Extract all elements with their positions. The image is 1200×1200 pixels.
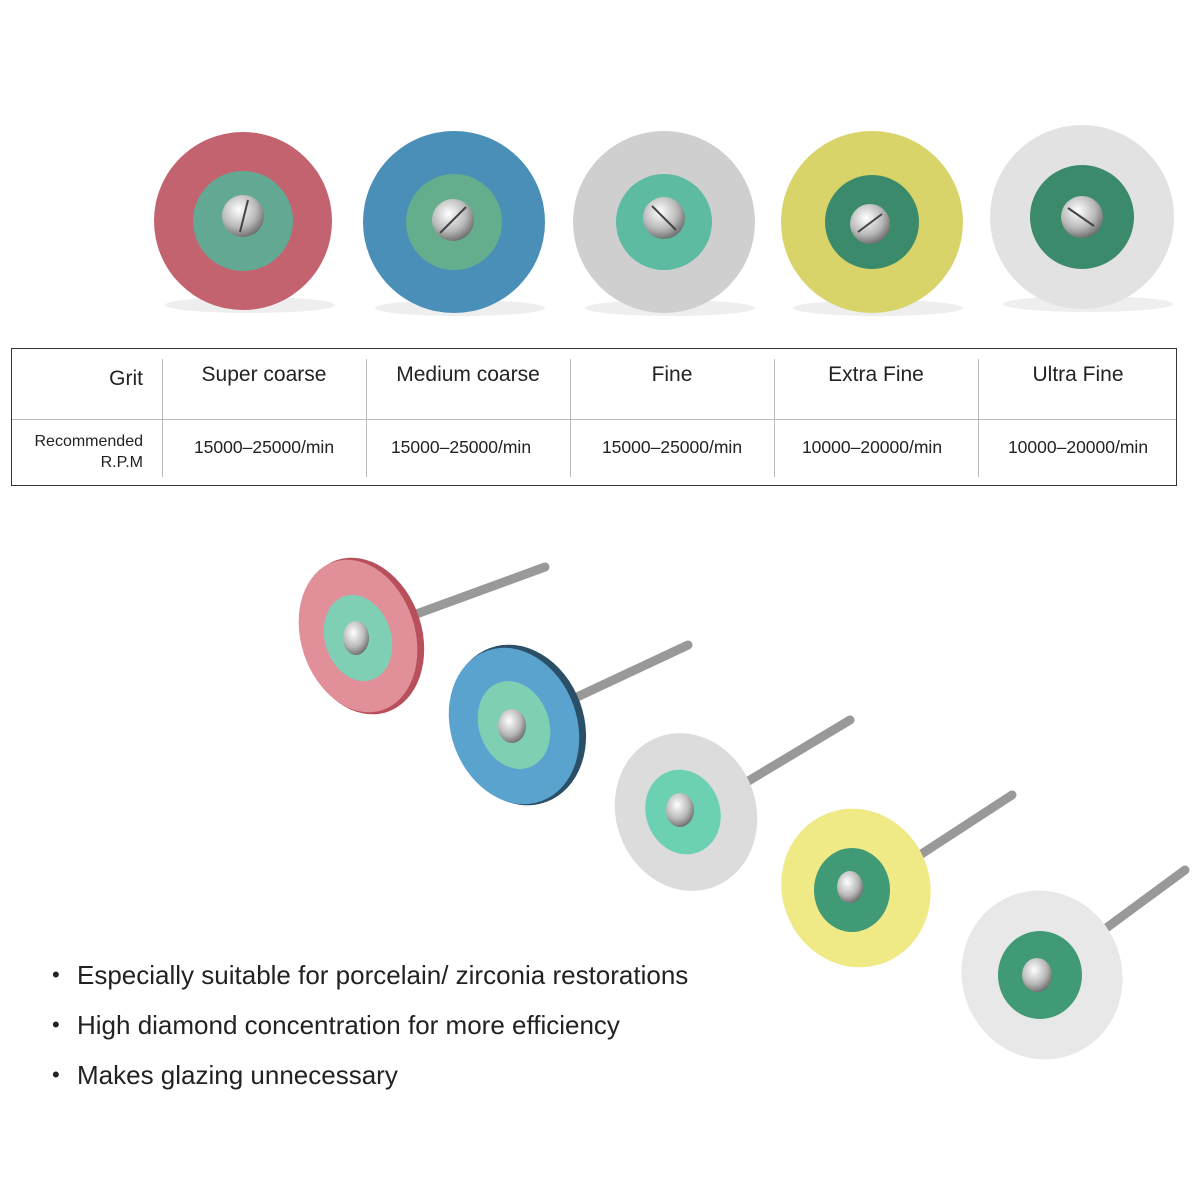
bottom-discs-on-mandrels bbox=[298, 557, 1190, 1060]
column-divider bbox=[978, 359, 979, 477]
row-divider bbox=[12, 419, 1176, 420]
rpm-medium-coarse: 15000–25000/min bbox=[390, 437, 532, 457]
bullet-icon: • bbox=[52, 962, 60, 987]
grit-fine: Fine bbox=[651, 363, 693, 386]
grit-super-coarse: Super coarse bbox=[201, 363, 327, 386]
column-divider bbox=[774, 359, 775, 477]
top-discs bbox=[154, 125, 1174, 316]
disc-super-coarse bbox=[154, 132, 335, 313]
mandrel-disc-ultra-fine bbox=[961, 865, 1190, 1060]
bullet-icon: • bbox=[52, 1012, 60, 1037]
feature-item: • Especially suitable for porcelain/ zirc… bbox=[52, 950, 688, 1000]
rpm-super-coarse: 15000–25000/min bbox=[193, 437, 335, 457]
feature-text: Especially suitable for porcelain/ zirco… bbox=[77, 959, 689, 990]
feature-list: • Especially suitable for porcelain/ zirc… bbox=[52, 950, 688, 1100]
column-divider bbox=[570, 359, 571, 477]
rpm-extra-fine: 10000–20000/min bbox=[801, 437, 943, 457]
feature-text: High diamond concentration for more effi… bbox=[77, 1009, 620, 1040]
feature-item: • Makes glazing unnecessary bbox=[52, 1050, 688, 1100]
grit-medium-coarse: Medium coarse bbox=[396, 363, 540, 386]
disc-extra-fine bbox=[781, 131, 963, 316]
column-divider bbox=[162, 359, 163, 477]
grit-extra-fine: Extra Fine bbox=[828, 363, 924, 386]
rpm-label-line2: R.P.M bbox=[100, 454, 143, 471]
feature-text: Makes glazing unnecessary bbox=[77, 1059, 398, 1090]
disc-ultra-fine bbox=[990, 125, 1174, 312]
rpm-label-line1: Recommended bbox=[34, 433, 144, 450]
mandrel-disc-fine bbox=[614, 715, 855, 891]
column-divider bbox=[366, 359, 367, 477]
disc-fine bbox=[573, 131, 755, 316]
mandrel-disc-extra-fine bbox=[781, 790, 1017, 968]
mandrel-disc-medium-coarse bbox=[448, 640, 693, 806]
rpm-ultra-fine: 10000–20000/min bbox=[1007, 437, 1149, 457]
feature-item: • High diamond concentration for more eff… bbox=[52, 1000, 688, 1050]
grit-row-label: Grit bbox=[109, 367, 143, 390]
bullet-icon: • bbox=[52, 1062, 60, 1087]
disc-medium-coarse bbox=[363, 131, 545, 316]
grit-ultra-fine: Ultra Fine bbox=[1032, 363, 1124, 386]
rpm-fine: 15000–25000/min bbox=[601, 437, 743, 457]
mandrel-disc-super-coarse bbox=[298, 557, 550, 715]
